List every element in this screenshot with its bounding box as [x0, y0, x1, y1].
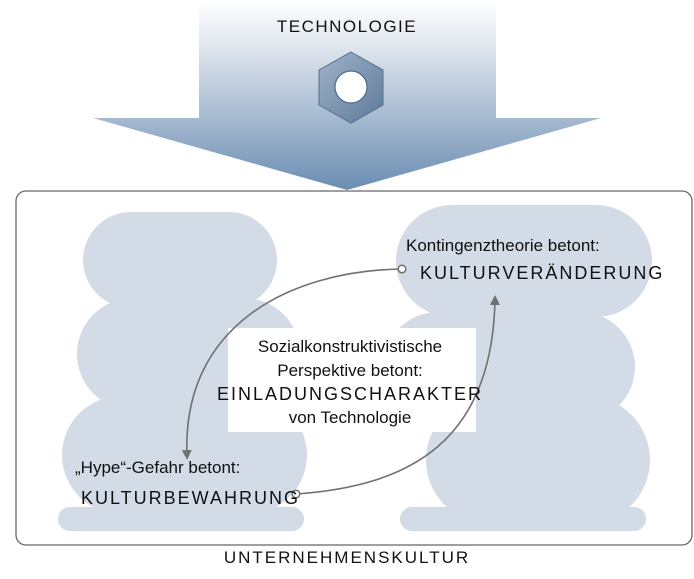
social-constructivist-line-2: Perspektive betont: — [277, 361, 423, 380]
hype-danger-title: „Hype“-Gefahr betont: — [75, 458, 241, 477]
technology-label: TECHNOLOGIE — [276, 17, 418, 36]
connector-to-right — [295, 295, 500, 495]
connector-start-right — [397, 264, 407, 274]
invitation-character-label: EINLADUNGSCHARAKTER — [216, 384, 484, 404]
social-constructivist-line-1: Sozialkonstruktivistische — [257, 337, 443, 356]
connector-to-left — [181, 268, 402, 460]
social-constructivist-line-4: von Technologie — [288, 408, 412, 427]
center-label-backdrop — [228, 328, 476, 432]
contingency-theory-title: Kontingenztheorie betont: — [406, 236, 600, 255]
connector-start-left — [291, 489, 301, 499]
hex-nut-icon — [318, 51, 384, 124]
culture-preservation-label: KULTURBEWAHRUNG — [81, 488, 301, 508]
culture-change-label: KULTURVERÄNDERUNG — [420, 263, 665, 283]
corporate-culture-label: UNTERNEHMENSKULTUR — [223, 548, 471, 567]
